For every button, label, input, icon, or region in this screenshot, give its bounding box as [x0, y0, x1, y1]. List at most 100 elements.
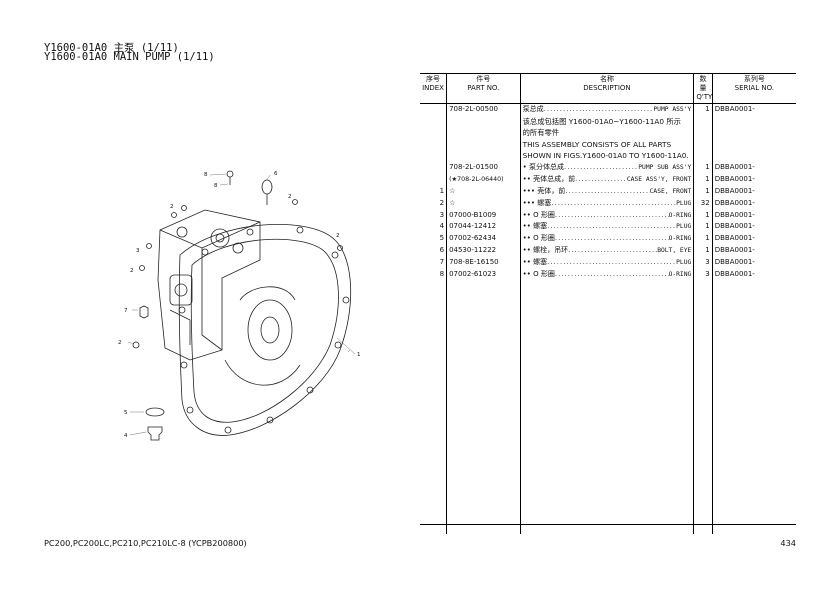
- cell-index: 5: [439, 234, 445, 243]
- callout-5: 5: [124, 410, 128, 416]
- cell-qty: 32: [693, 197, 713, 210]
- assembly-note: 该总成包括图 Y1600-01A0~Y1600-11A0 所示: [522, 116, 681, 126]
- cell-qty: 1: [693, 161, 713, 174]
- cell-description: •• 螺塞PLUG: [519, 257, 694, 270]
- cell-description: • 泵分体总成PUMP SUB ASS'Y: [519, 161, 694, 174]
- cell-description: •• 壳体总成，前CASE ASS'Y, FRONT: [519, 173, 694, 186]
- cell-qty: 3: [693, 257, 713, 270]
- front-case: [157, 209, 261, 361]
- plug-part: [147, 426, 163, 441]
- cell-description: 泵总成PUMP ASS'Y 该总成包括图 Y1600-01A0~Y1600-11…: [519, 103, 694, 162]
- cell-qty: 1: [693, 221, 713, 234]
- cell-part-no: 07044-12412: [446, 221, 521, 234]
- flange-inner: [190, 238, 339, 423]
- cell-serial: DBBA0001-: [711, 161, 796, 174]
- cell-index: [420, 162, 447, 174]
- cell-part-no: 07002-61023: [446, 269, 521, 281]
- assembly-note: 的所有零件: [522, 128, 560, 138]
- callout-8: 8: [204, 172, 208, 178]
- callout-2: 2: [336, 233, 340, 239]
- cell-part-no: ☆: [446, 185, 521, 198]
- callout-2: 2: [118, 340, 122, 346]
- center-boss: [247, 299, 293, 361]
- table-row: 2 ☆ ••• 螺塞PLUG 32 DBBA0001-: [420, 197, 796, 210]
- cell-serial: DBBA0001-: [711, 103, 796, 162]
- cell-index: 4: [439, 222, 445, 231]
- table-row: 708-2L-01500 • 泵分体总成PUMP SUB ASS'Y 1 DBB…: [420, 161, 796, 174]
- cell-description: •• 螺塞PLUG: [519, 221, 694, 234]
- callout-4: 4: [124, 433, 128, 439]
- table-filler-row: [420, 280, 796, 534]
- cell-description: ••• 壳体，前CASE, FRONT: [519, 185, 694, 198]
- callout-3: 3: [136, 248, 140, 254]
- cell-serial: DBBA0001-: [711, 209, 796, 222]
- cell-serial: DBBA0001-: [711, 257, 796, 270]
- cell-index: 2: [439, 198, 445, 207]
- cell-index: 1: [439, 186, 445, 195]
- cell-description: ••• 螺塞PLUG: [519, 197, 694, 210]
- cell-qty: 1: [693, 173, 713, 186]
- cell-serial: DBBA0001-: [711, 185, 796, 198]
- cell-part-no: 708-2L-00500: [446, 103, 521, 162]
- table-row: 4 07044-12412 •• 螺塞PLUG 1 DBBA0001-: [420, 221, 796, 234]
- cell-qty: 1: [693, 209, 713, 222]
- cell-qty: 1: [693, 233, 713, 246]
- cell-index: [420, 104, 447, 162]
- rim-bolt-holes: [178, 226, 350, 434]
- table-row: 6 04530-11222 •• 螺栓，吊环BOLT, EYE 1 DBBA00…: [420, 245, 796, 258]
- table-row: 5 07002-62434 •• O 形圈O-RING 1 DBBA0001-: [420, 233, 796, 246]
- callout-2: 2: [288, 194, 292, 200]
- o-ring-part: [145, 407, 165, 417]
- assembly-note: THIS ASSEMBLY CONSISTS OF ALL PARTS: [522, 139, 672, 149]
- callout-6: 6: [274, 171, 278, 177]
- center-bore: [260, 316, 280, 344]
- cell-serial: DBBA0001-: [711, 233, 796, 246]
- flange-outline: [178, 223, 352, 436]
- cell-index: 7: [439, 258, 445, 267]
- cell-qty: 1: [693, 103, 713, 162]
- cell-serial: DBBA0001-: [711, 221, 796, 234]
- cell-index: 3: [439, 210, 445, 219]
- cell-part-no: 07002-62434: [446, 233, 521, 246]
- cell-description: •• O 形圈O-RING: [519, 233, 694, 246]
- cell-description: •• 螺栓，吊环BOLT, EYE: [519, 245, 694, 258]
- table-row: 1 ☆ ••• 壳体，前CASE, FRONT 1 DBBA0001-: [420, 185, 796, 198]
- cell-serial: DBBA0001-: [711, 197, 796, 210]
- cell-description: •• O 形圈O-RING: [519, 209, 694, 222]
- cell-index: 6: [439, 246, 445, 255]
- callout-1: 1: [357, 352, 361, 358]
- cell-serial: DBBA0001-: [711, 245, 796, 258]
- table-bottom-rule: [420, 524, 796, 525]
- callout-2: 2: [130, 268, 134, 274]
- cell-part-no: (★708-2L-06440): [446, 173, 521, 186]
- cell-index: [420, 174, 447, 186]
- cell-part-no: ☆: [446, 197, 521, 210]
- small-parts: [132, 170, 343, 441]
- page-title-en: Y1600-01A0 MAIN PUMP (1/11): [44, 51, 215, 63]
- cell-qty: 1: [693, 185, 713, 198]
- table-row: 7 708-8E-16150 •• 螺塞PLUG 3 DBBA0001-: [420, 257, 796, 270]
- page-title-cn: Y1600-01A0 主泵 (1/11): [44, 42, 179, 54]
- eye-bolt: [261, 179, 273, 195]
- cell-part-no: 07000-B1009: [446, 209, 521, 222]
- assembly-note: SHOWN IN FIGS.Y1600-01A0 TO Y1600-11A0.: [522, 151, 689, 161]
- cell-part-no: 708-2L-01500: [446, 161, 521, 174]
- callout-8: 8: [214, 183, 218, 189]
- cell-serial: DBBA0001-: [711, 173, 796, 186]
- cell-qty: 3: [693, 269, 713, 281]
- table-row: 708-2L-00500 泵总成PUMP ASS'Y 该总成包括图 Y1600-…: [420, 103, 796, 162]
- cell-part-no: 04530-11222: [446, 245, 521, 258]
- exploded-view-diagram: 1 2 2 2 2 2 3 4 5 6 7 8 8: [118, 170, 361, 441]
- callout-7: 7: [124, 308, 128, 314]
- table-row: 8 07002-61023 •• O 形圈O-RING 3 DBBA0001-: [420, 269, 796, 281]
- cell-part-no: 708-8E-16150: [446, 257, 521, 270]
- table-row: 3 07000-B1009 •• O 形圈O-RING 1 DBBA0001-: [420, 209, 796, 222]
- cell-serial: DBBA0001-: [711, 269, 796, 281]
- cell-description: •• O 形圈O-RING: [519, 269, 694, 281]
